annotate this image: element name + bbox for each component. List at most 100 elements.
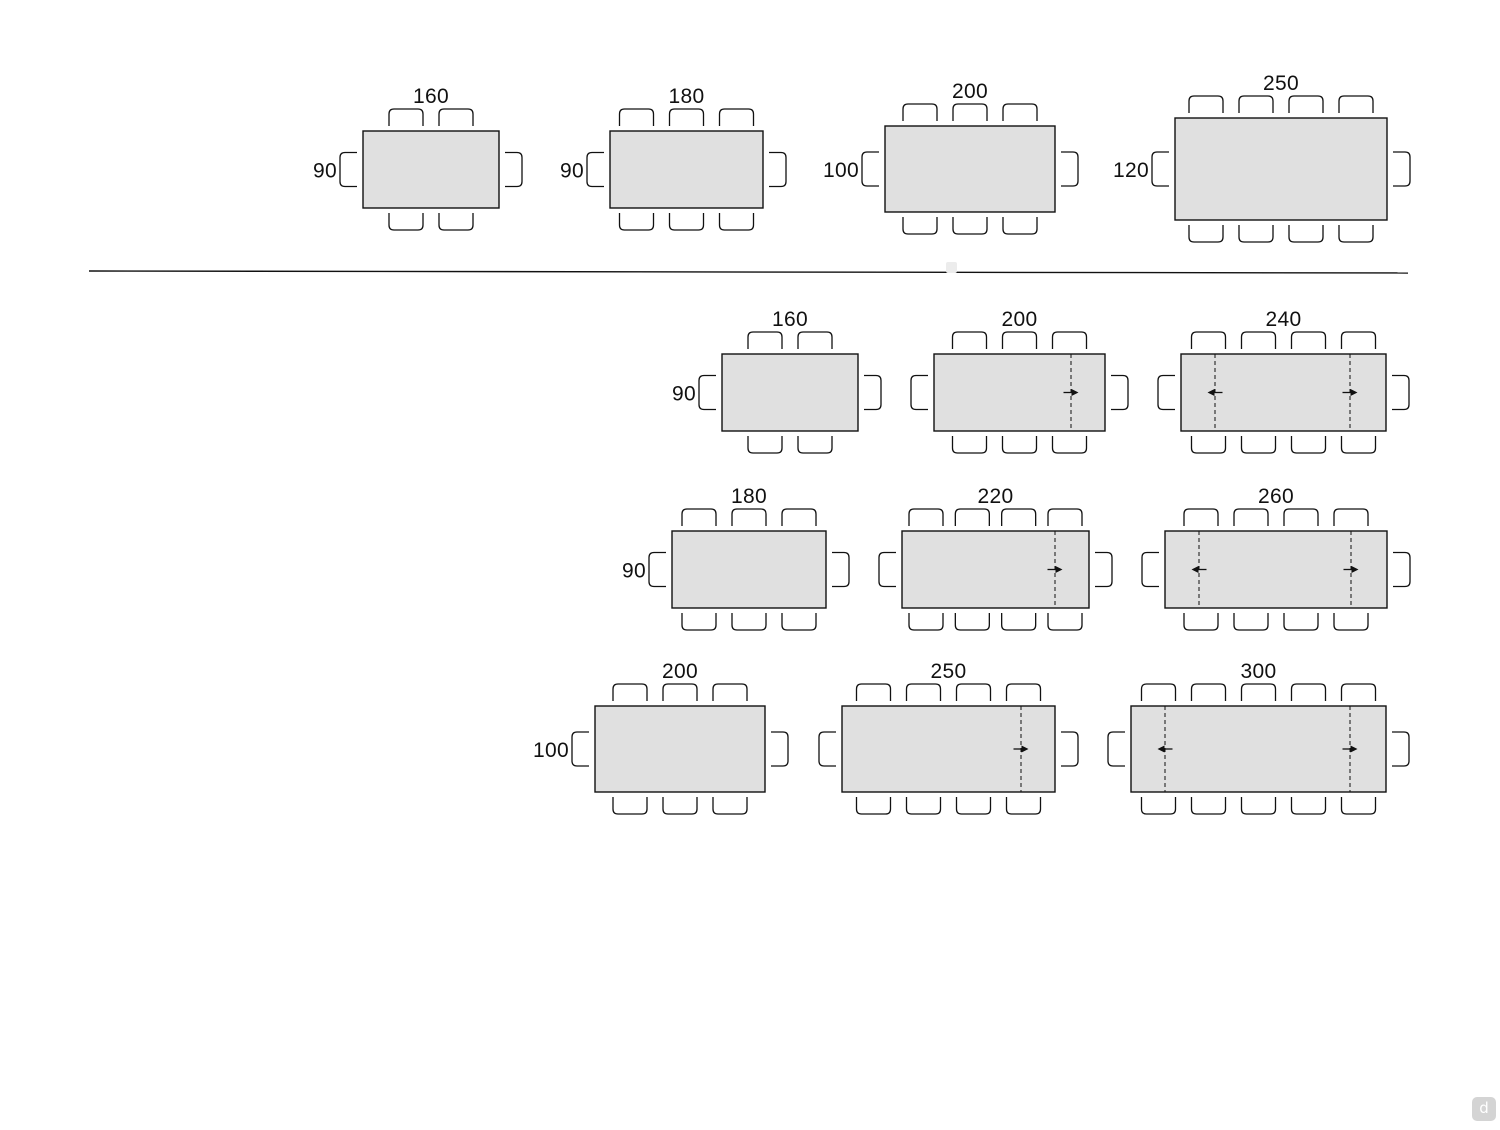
chair-outline (1001, 508, 1037, 526)
table-diagram: 180 90 (560, 85, 787, 231)
chair-outline (954, 613, 990, 631)
chair-outline (1001, 331, 1038, 349)
chair-outline (864, 374, 882, 411)
chair-outline (1141, 551, 1159, 588)
chair-outline (910, 374, 928, 411)
chair-outline (731, 508, 767, 526)
chair-outline (1002, 103, 1038, 121)
chair-outline (908, 613, 944, 631)
extension-arrow-icon (1157, 745, 1165, 753)
table-length-label: 200 (1002, 308, 1038, 331)
chair-outline (878, 551, 896, 588)
chair-outline (1290, 331, 1327, 349)
table-diagram: 200 100 (533, 660, 789, 815)
table-length-label: 180 (669, 85, 705, 108)
chair-outline (855, 683, 892, 701)
chair-outline (951, 331, 988, 349)
chair-outline (955, 683, 992, 701)
table-width-label: 100 (823, 159, 859, 182)
chair-outline (1001, 436, 1038, 454)
chair-outline (905, 797, 942, 815)
table-width-label: 100 (533, 739, 569, 762)
table-top (1174, 117, 1388, 221)
chair-outline (571, 731, 589, 767)
chair-outline (662, 797, 698, 815)
table-width-label: 120 (1113, 159, 1149, 182)
chair-outline (1290, 436, 1327, 454)
chair-outline (1240, 797, 1277, 815)
chair-outline (1233, 613, 1269, 631)
table-length-label: 160 (772, 308, 808, 331)
chair-outline (505, 151, 523, 188)
chair-outline (681, 613, 717, 631)
chair-outline (712, 683, 748, 701)
chair-outline (1111, 374, 1129, 411)
table-length-label: 200 (952, 80, 988, 103)
chair-outline (668, 108, 705, 126)
table-length-label: 180 (731, 485, 767, 508)
table-diagram: 200 (910, 308, 1129, 454)
chair-outline (747, 331, 783, 349)
small-square-mark (946, 262, 957, 273)
chair-outline (908, 508, 944, 526)
extension-arrow-icon (1071, 389, 1079, 396)
chair-outline (1047, 613, 1083, 631)
chair-outline (339, 151, 357, 188)
chair-outline (718, 108, 755, 126)
extension-arrow-icon (1055, 566, 1063, 573)
chair-outline (797, 436, 833, 454)
chair-outline (1392, 731, 1410, 767)
table-length-label: 250 (1263, 72, 1299, 95)
table-length-label: 200 (662, 660, 698, 683)
chair-outline (771, 731, 789, 767)
chair-outline (1290, 683, 1327, 701)
chair-outline (1051, 331, 1088, 349)
table-diagram: 200 100 (823, 80, 1079, 235)
chair-outline (438, 108, 474, 126)
extension-arrow-icon (1350, 389, 1358, 396)
table-length-label: 260 (1258, 485, 1294, 508)
chair-outline (905, 683, 942, 701)
chair-outline (1393, 151, 1411, 187)
chair-outline (1183, 613, 1219, 631)
chair-outline (718, 213, 755, 231)
chair-outline (1140, 797, 1177, 815)
chair-outline (902, 103, 938, 121)
chair-outline (1005, 683, 1042, 701)
table-top (933, 353, 1106, 432)
chair-outline (668, 213, 705, 231)
chair-outline (747, 436, 783, 454)
chair-outline (1190, 331, 1227, 349)
chair-outline (1005, 797, 1042, 815)
d-logo-icon: d (1472, 1097, 1496, 1121)
chair-outline (648, 551, 666, 588)
chair-outline (1283, 613, 1319, 631)
extension-arrow-icon (1191, 566, 1199, 573)
chair-outline (1190, 436, 1227, 454)
chair-outline (1240, 436, 1277, 454)
chair-outline (1393, 551, 1411, 588)
table-diagram: 260 (1141, 485, 1411, 631)
table-top (362, 130, 500, 209)
chair-outline (1340, 797, 1377, 815)
chair-outline (1288, 225, 1324, 243)
table-width-label: 90 (313, 160, 337, 183)
chair-outline (1240, 331, 1277, 349)
chair-outline (954, 508, 990, 526)
extension-arrow-icon (1207, 389, 1215, 396)
table-top (671, 530, 827, 609)
table-width-label: 90 (560, 160, 584, 183)
chair-outline (438, 213, 474, 231)
chair-outline (1392, 374, 1410, 411)
chair-outline (1190, 683, 1227, 701)
chair-outline (1338, 95, 1374, 113)
chair-outline (618, 213, 655, 231)
table-length-label: 220 (978, 485, 1014, 508)
chair-outline (781, 613, 817, 631)
chair-outline (1233, 508, 1269, 526)
chair-outline (818, 731, 836, 767)
table-top (884, 125, 1056, 213)
chair-outline (1290, 797, 1327, 815)
